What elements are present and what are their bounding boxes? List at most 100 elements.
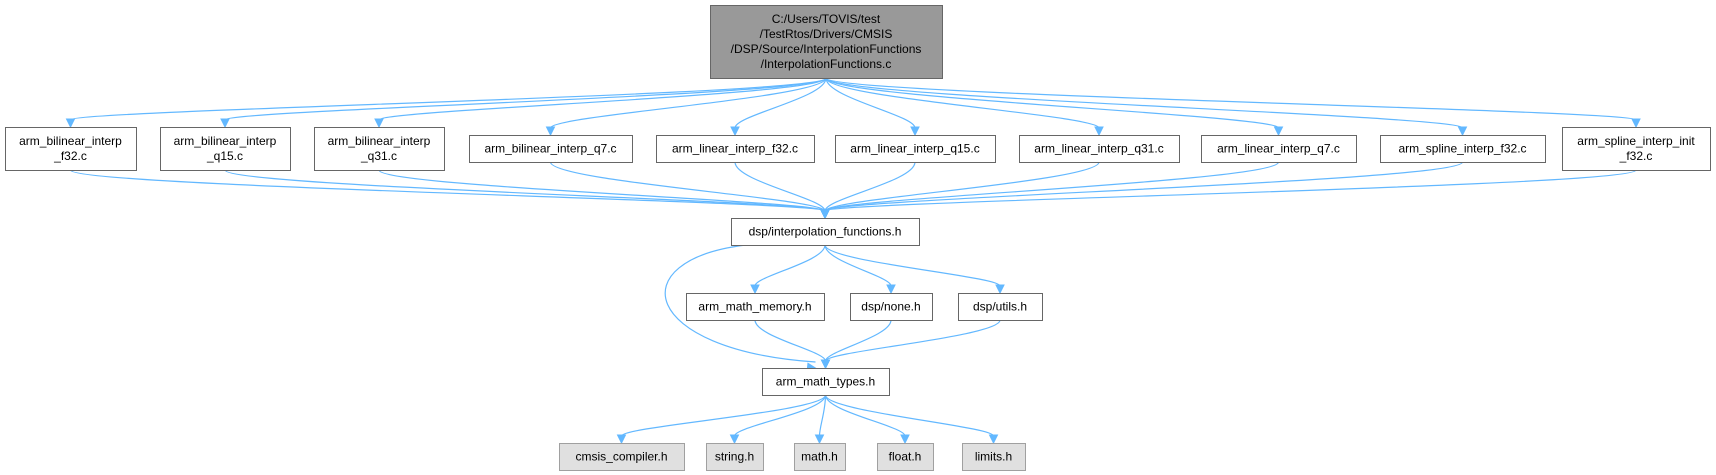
edge-arm-spline-interp-init-f32-to-dsp-interpolation-functions	[824, 169, 1637, 212]
edge-root-to-arm-linear-interp-q31	[825, 77, 1100, 129]
node-box	[794, 443, 846, 471]
edge-arm-math-memory-to-arm-math-types	[754, 319, 827, 362]
edge-arm-math-types-to-float-h	[824, 394, 906, 437]
arrowhead	[65, 118, 76, 129]
node-arm-linear-interp-q31[interactable]: arm_linear_interp_q31.c	[1019, 135, 1180, 163]
node-label: arm_linear_interp_q31.c	[1034, 142, 1163, 156]
node-box	[731, 218, 920, 246]
edge-arm-bilinear-interp-q7-to-dsp-interpolation-functions	[549, 161, 826, 212]
node-arm-spline-interp-f32[interactable]: arm_spline_interp_f32.c	[1380, 135, 1546, 163]
node-label: _f32.c	[53, 149, 87, 163]
edge-root-to-arm-bilinear-interp-q7	[549, 77, 827, 129]
node-arm-bilinear-interp-q7[interactable]: arm_bilinear_interp_q7.c	[469, 135, 633, 163]
node-box	[835, 135, 996, 163]
node-box	[686, 293, 825, 321]
node-label: dsp/interpolation_functions.h	[749, 225, 902, 239]
node-arm-bilinear-interp-q15[interactable]: arm_bilinear_interp_q15.c	[160, 127, 291, 171]
node-label: string.h	[715, 450, 754, 464]
edge-arm-linear-interp-q31-to-dsp-interpolation-functions	[824, 161, 1100, 212]
node-label: arm_math_types.h	[776, 375, 875, 389]
arrowhead	[820, 359, 831, 370]
node-arm-bilinear-interp-q31[interactable]: arm_bilinear_interp_q31.c	[314, 127, 445, 171]
node-label: /TestRtos/Drivers/CMSIS	[760, 27, 893, 41]
node-arm-linear-interp-q15[interactable]: arm_linear_interp_q15.c	[835, 135, 996, 163]
edge-root-to-arm-spline-interp-init-f32	[825, 77, 1637, 121]
node-label: float.h	[889, 450, 922, 464]
edge-root-to-arm-linear-interp-q15	[825, 77, 916, 129]
node-label: /DSP/Source/InterpolationFunctions	[731, 42, 922, 56]
edge-arm-linear-interp-q7-to-dsp-interpolation-functions	[824, 161, 1280, 212]
node-string-h[interactable]: string.h	[706, 443, 764, 471]
node-arm-spline-interp-init-f32[interactable]: arm_spline_interp_init_f32.c	[1562, 127, 1711, 171]
node-label: arm_spline_interp_init	[1577, 134, 1695, 148]
arrowhead	[616, 434, 627, 445]
edge-root-to-arm-bilinear-interp-q31	[378, 77, 827, 121]
arrowhead	[1631, 118, 1641, 129]
edge-root-to-arm-bilinear-interp-f32	[69, 77, 827, 121]
node-label: _f32.c	[1619, 149, 1653, 163]
node-float-h[interactable]: float.h	[877, 443, 934, 471]
edge-arm-spline-interp-f32-to-dsp-interpolation-functions	[824, 161, 1464, 212]
edge-arm-math-types-to-limits-h	[824, 394, 995, 437]
node-label: C:/Users/TOVIS/test	[772, 12, 881, 26]
arrowhead	[729, 434, 740, 445]
node-limits-h[interactable]: limits.h	[962, 443, 1026, 471]
arrowhead	[1457, 126, 1468, 137]
node-dsp-none[interactable]: dsp/none.h	[850, 293, 933, 321]
arrowhead	[545, 126, 556, 137]
edge-arm-linear-interp-f32-to-dsp-interpolation-functions	[734, 161, 826, 212]
node-box	[469, 135, 633, 163]
arrowhead	[988, 434, 999, 445]
node-label: arm_bilinear_interp	[328, 134, 431, 148]
node-cmsis-compiler[interactable]: cmsis_compiler.h	[559, 443, 685, 471]
edges-layer	[65, 77, 1641, 445]
node-label: limits.h	[975, 450, 1012, 464]
arrowhead	[820, 209, 830, 220]
arrowhead	[910, 126, 920, 137]
node-label: arm_math_memory.h	[698, 300, 811, 314]
node-label: arm_linear_interp_q15.c	[850, 142, 979, 156]
arrowhead	[220, 118, 230, 129]
node-box	[706, 443, 764, 471]
arrowhead	[995, 284, 1005, 295]
node-label: dsp/none.h	[861, 300, 920, 314]
edge-arm-math-types-to-math-h	[818, 394, 827, 437]
edge-root-to-arm-bilinear-interp-q15	[224, 77, 827, 121]
node-label: arm_linear_interp_f32.c	[672, 142, 798, 156]
node-dsp-utils[interactable]: dsp/utils.h	[958, 293, 1043, 321]
arrowhead	[900, 434, 910, 445]
arrowhead	[730, 126, 740, 137]
arrowhead	[750, 284, 760, 295]
edge-root-to-arm-linear-interp-f32	[734, 77, 827, 129]
node-box	[962, 443, 1026, 471]
node-label: arm_bilinear_interp_q7.c	[484, 142, 616, 156]
node-arm-math-types[interactable]: arm_math_types.h	[762, 368, 890, 396]
node-arm-linear-interp-f32[interactable]: arm_linear_interp_f32.c	[656, 135, 815, 163]
node-box	[958, 293, 1043, 321]
node-arm-math-memory[interactable]: arm_math_memory.h	[686, 293, 825, 321]
node-label: _q15.c	[206, 149, 243, 163]
node-box	[877, 443, 934, 471]
edge-dsp-none-to-arm-math-types	[824, 319, 892, 362]
node-label: math.h	[801, 450, 838, 464]
edge-root-to-arm-linear-interp-q7	[825, 77, 1280, 129]
edge-dsp-interpolation-functions-to-arm-math-memory	[754, 244, 826, 287]
node-label: arm_bilinear_interp	[174, 134, 277, 148]
arrowhead	[814, 434, 825, 445]
node-math-h[interactable]: math.h	[794, 443, 846, 471]
edge-arm-linear-interp-q15-to-dsp-interpolation-functions	[824, 161, 916, 212]
node-label: arm_linear_interp_q7.c	[1217, 142, 1340, 156]
arrowhead	[1094, 126, 1104, 137]
node-box	[710, 5, 943, 79]
node-dsp-interpolation-functions[interactable]: dsp/interpolation_functions.h	[731, 218, 920, 246]
node-box	[559, 443, 685, 471]
node-box	[850, 293, 933, 321]
node-box	[762, 368, 890, 396]
node-label: cmsis_compiler.h	[575, 450, 667, 464]
node-arm-linear-interp-q7[interactable]: arm_linear_interp_q7.c	[1201, 135, 1357, 163]
node-root[interactable]: C:/Users/TOVIS/test/TestRtos/Drivers/CMS…	[710, 5, 943, 79]
node-box	[1019, 135, 1180, 163]
node-arm-bilinear-interp-f32[interactable]: arm_bilinear_interp_f32.c	[5, 127, 137, 171]
node-label: /InterpolationFunctions.c	[761, 57, 892, 71]
node-box	[656, 135, 815, 163]
